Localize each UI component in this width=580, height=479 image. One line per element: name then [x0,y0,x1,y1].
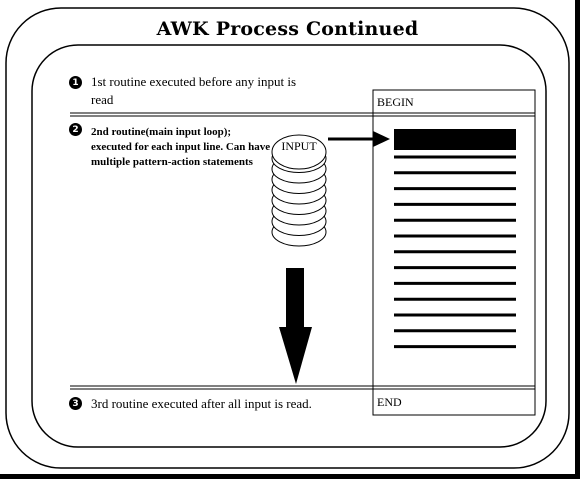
step-2-bullet: 2 [69,123,82,136]
down-arrow-shaft [286,268,304,328]
input-record-disc [271,134,327,170]
outer-border [5,7,570,469]
step-1-text: 1st routine executed before any input is… [91,74,297,107]
current-line-highlight [394,129,516,150]
step-1-bullet: 1 [69,76,82,89]
input-stack [271,134,327,247]
program-lines [394,155,516,349]
step-3-bullet: 3 [69,397,82,410]
begin-label: BEGIN [377,95,414,109]
down-arrow-head [279,327,312,384]
inner-border [31,44,547,448]
step-2-text: 2nd routine(main input loop); executed f… [91,126,271,168]
input-label: INPUT [281,139,317,153]
arrow-to-program-head [373,131,390,147]
end-label: END [377,395,402,409]
slide-title: AWK Process Continued [156,18,419,40]
step-3-text: 3rd routine executed after all input is … [91,396,312,411]
